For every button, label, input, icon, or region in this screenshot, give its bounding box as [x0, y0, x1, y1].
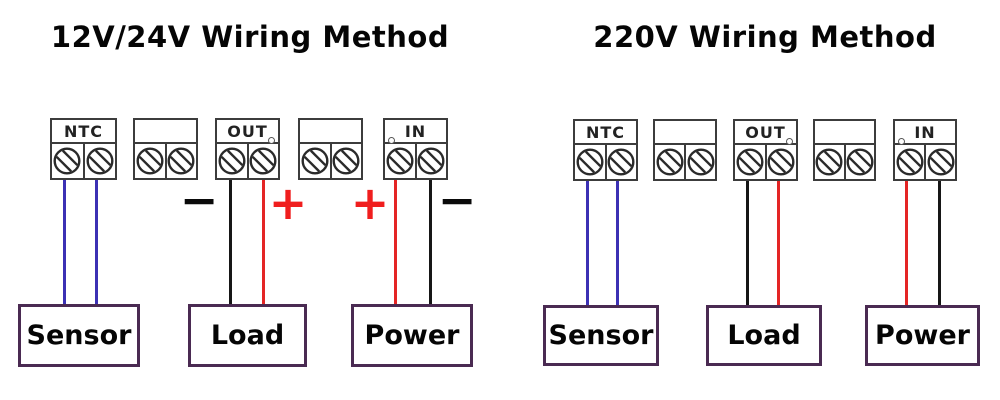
screw-terminal-icon — [332, 147, 360, 175]
terminal-block-blank — [133, 118, 198, 180]
terminal-block-out: OUT — [215, 118, 280, 180]
terminal-block-blank — [653, 119, 717, 181]
terminal-block-blank — [298, 118, 363, 180]
wire-sensor-1 — [586, 181, 589, 305]
terminal-label-blank — [135, 120, 196, 144]
screw-terminal-icon — [86, 147, 114, 175]
wire-power-negative — [429, 180, 432, 305]
screw-terminal-icon — [301, 147, 329, 175]
wire-sensor-2 — [95, 180, 98, 305]
screw-cell — [164, 144, 197, 178]
screw-row — [300, 144, 361, 178]
plus-sign: + — [268, 176, 308, 230]
indicator-dot-icon — [268, 137, 275, 144]
screw-cell — [735, 145, 765, 179]
screw-terminal-icon — [386, 147, 414, 175]
screw-cell — [684, 145, 715, 179]
screw-terminal-icon — [136, 147, 164, 175]
screw-cell — [604, 145, 637, 179]
screw-terminal-icon — [53, 147, 81, 175]
power-box: Power — [351, 304, 473, 367]
diagram-title-220v: 220V Wiring Method — [593, 20, 937, 54]
screw-cell — [246, 144, 279, 178]
wire-power-positive — [394, 180, 397, 305]
screw-terminal-icon — [926, 148, 955, 176]
screw-row — [735, 145, 796, 179]
wire-power-2 — [938, 181, 941, 305]
screw-cell — [764, 145, 797, 179]
screw-cell — [575, 145, 605, 179]
screw-terminal-icon — [167, 147, 195, 175]
terminal-label: NTC — [575, 121, 636, 145]
minus-sign: − — [179, 173, 219, 227]
screw-cell — [895, 145, 924, 179]
screw-row — [52, 144, 115, 178]
plus-sign: + — [350, 176, 390, 230]
screw-row — [385, 144, 446, 178]
screw-cell — [217, 144, 247, 178]
screw-cell — [82, 144, 116, 178]
screw-terminal-icon — [736, 148, 764, 176]
power-box: Power — [865, 305, 980, 366]
load-box: Load — [706, 305, 822, 366]
screw-row — [815, 145, 874, 179]
screw-cell — [52, 144, 83, 178]
terminal-label-blank — [815, 121, 874, 145]
screw-cell — [135, 144, 165, 178]
wire-load-positive — [262, 180, 265, 305]
screw-cell — [329, 144, 362, 178]
screw-cell — [843, 145, 875, 179]
screw-cell — [300, 144, 330, 178]
wire-sensor-1 — [63, 180, 66, 305]
screw-cell — [414, 144, 447, 178]
terminal-label: IN — [385, 120, 446, 144]
screw-row — [895, 145, 955, 179]
screw-terminal-icon — [218, 147, 246, 175]
indicator-dot-icon — [898, 138, 905, 145]
sensor-box: Sensor — [18, 304, 140, 367]
terminal-block-blank — [813, 119, 876, 181]
wire-load-2 — [777, 181, 780, 305]
screw-terminal-icon — [249, 147, 277, 175]
wire-load-1 — [746, 181, 749, 305]
load-box: Load — [188, 304, 307, 367]
screw-terminal-icon — [607, 148, 635, 176]
sensor-box: Sensor — [543, 305, 659, 366]
screw-terminal-icon — [895, 148, 924, 176]
terminal-block-in: IN — [893, 119, 957, 181]
indicator-dot-icon — [786, 138, 793, 145]
terminal-label-blank — [655, 121, 715, 145]
screw-row — [655, 145, 715, 179]
screw-terminal-icon — [767, 148, 795, 176]
screw-row — [575, 145, 636, 179]
screw-terminal-icon — [686, 148, 715, 176]
minus-sign: − — [437, 173, 477, 227]
terminal-block-ntc: NTC — [50, 118, 117, 180]
screw-terminal-icon — [417, 147, 445, 175]
screw-cell — [385, 144, 415, 178]
screw-cell — [815, 145, 844, 179]
terminal-block-in: IN — [383, 118, 448, 180]
terminal-label: IN — [895, 121, 955, 145]
screw-row — [135, 144, 196, 178]
screw-cell — [655, 145, 684, 179]
screw-terminal-icon — [655, 148, 684, 176]
screw-row — [217, 144, 278, 178]
wire-sensor-2 — [616, 181, 619, 305]
diagram-title-12v24v: 12V/24V Wiring Method — [50, 20, 450, 54]
indicator-dot-icon — [388, 137, 395, 144]
wire-power-1 — [905, 181, 908, 305]
terminal-block-out: OUT — [733, 119, 798, 181]
terminal-label: OUT — [735, 121, 796, 145]
terminal-block-ntc: NTC — [573, 119, 638, 181]
terminal-label: OUT — [217, 120, 278, 144]
terminal-label: NTC — [52, 120, 115, 144]
screw-terminal-icon — [576, 148, 604, 176]
screw-terminal-icon — [846, 148, 874, 176]
terminal-label-blank — [300, 120, 361, 144]
wire-load-negative — [229, 180, 232, 305]
screw-terminal-icon — [815, 148, 843, 176]
screw-cell — [924, 145, 955, 179]
